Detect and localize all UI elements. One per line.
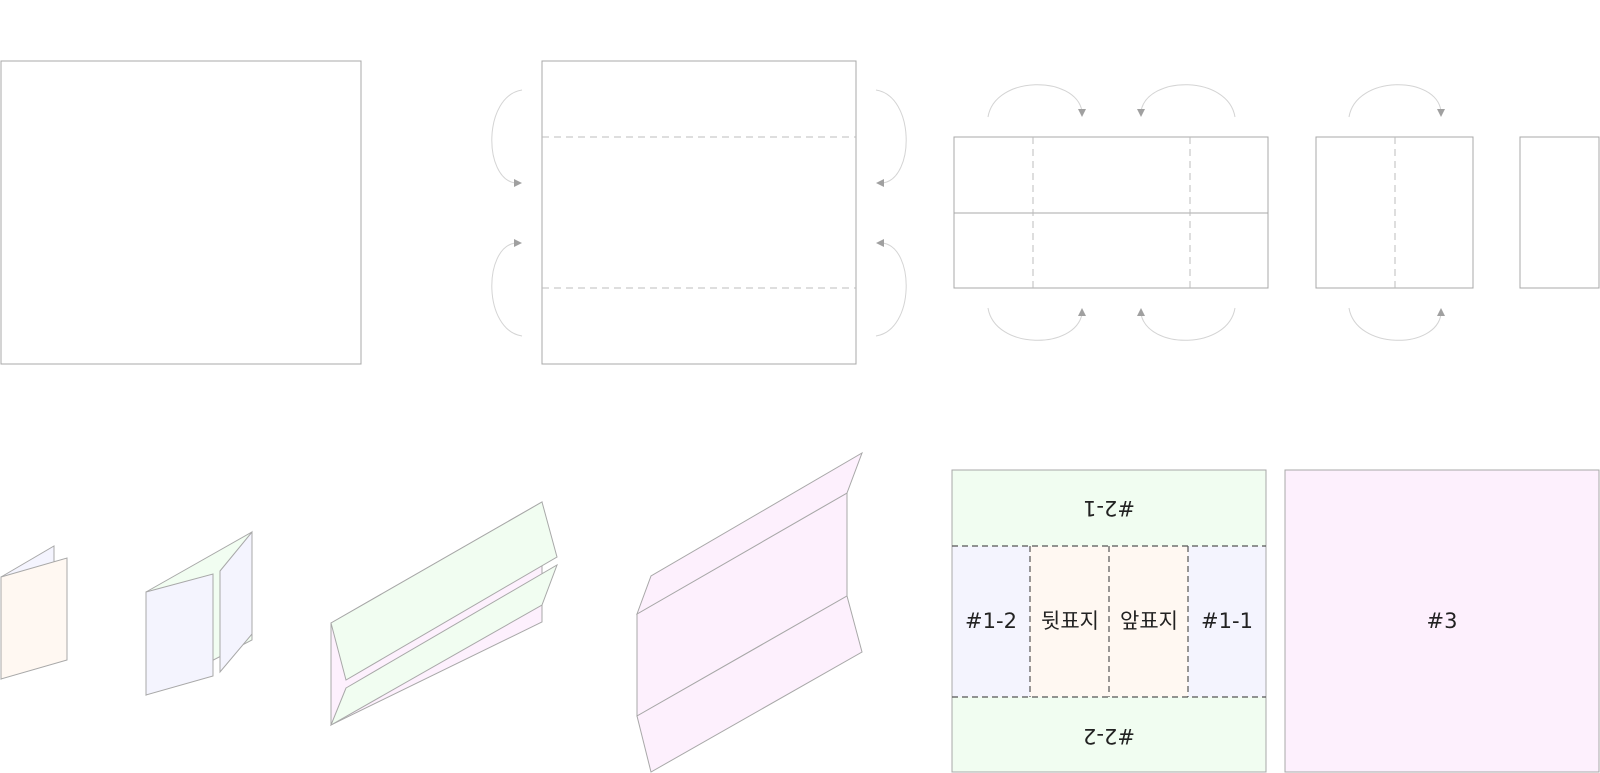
- arrowhead-icon: [1137, 109, 1145, 117]
- step-1-square-sheet: [0, 60, 362, 365]
- top-flap: [636, 451, 863, 616]
- left-flap: [145, 573, 214, 696]
- layout-sheet-front: #2-1 #1-2 뒷표지 앞표지 #1-1 #2-2: [951, 469, 1267, 773]
- layout-sheet-back: #3: [1284, 469, 1600, 773]
- label-panel-2-1: #2-1: [1083, 496, 1135, 520]
- layout-sheet-outline: [951, 469, 1267, 773]
- arrowhead-icon: [1137, 308, 1145, 316]
- square-sheet-outline: [0, 60, 362, 365]
- bottom-flap: [636, 595, 863, 773]
- label-front-cover: 앞표지: [1120, 609, 1178, 633]
- fold-arrow-left-top: [491, 89, 523, 184]
- arrowhead-icon: [1437, 109, 1445, 117]
- arrowhead-icon: [514, 239, 522, 247]
- step-3-fold-sides: [953, 84, 1269, 341]
- fold-arrow-top-left: [987, 84, 1083, 118]
- lower-panel: [329, 563, 558, 727]
- sheet-outline: [541, 60, 857, 365]
- front-cover-page: [0, 557, 68, 680]
- step-5-final-booklet: [1519, 136, 1600, 289]
- label-panel-2-2: #2-2: [1083, 724, 1135, 748]
- arrowhead-icon: [1437, 308, 1445, 316]
- view-second-spread-open: [329, 501, 558, 727]
- reverse-sheet: [1284, 469, 1600, 773]
- arrowhead-icon: [1078, 109, 1086, 117]
- panel-left-bg: [952, 546, 1030, 697]
- arrowhead-icon: [514, 179, 522, 187]
- fold-arrow-top-right: [1140, 84, 1236, 118]
- view-closed-booklet: [0, 545, 68, 680]
- step-2-fold-top-bottom: [491, 60, 907, 365]
- booklet-outline: [1519, 136, 1600, 289]
- fold-arrow-bottom-left: [987, 307, 1083, 341]
- panel-top-bg: [952, 470, 1266, 546]
- label-panel-1-1: #1-1: [1201, 609, 1253, 633]
- view-full-sheet-open: [636, 451, 863, 773]
- label-back-cover: 뒷표지: [1041, 609, 1099, 633]
- panel-bottom-bg: [952, 697, 1266, 772]
- upper-panel: [330, 501, 558, 681]
- label-panel-3: #3: [1427, 609, 1458, 633]
- view-first-page-open: [145, 530, 253, 696]
- fold-arrow-bottom-right: [1140, 307, 1236, 341]
- fold-arrow-left-bottom: [491, 242, 523, 337]
- fold-arrow-right-bottom: [875, 242, 907, 337]
- opened-right-flap: [219, 530, 253, 674]
- label-panel-1-2: #1-2: [965, 609, 1017, 633]
- panel-right-bg: [1188, 546, 1266, 697]
- arrowhead-icon: [876, 179, 884, 187]
- arrowhead-icon: [1078, 308, 1086, 316]
- arrowhead-icon: [876, 239, 884, 247]
- fold-arrow-bottom: [1348, 307, 1442, 341]
- fold-arrow-top: [1348, 84, 1442, 118]
- fold-arrow-right-top: [875, 89, 907, 184]
- step-4-fold-half: [1315, 84, 1474, 341]
